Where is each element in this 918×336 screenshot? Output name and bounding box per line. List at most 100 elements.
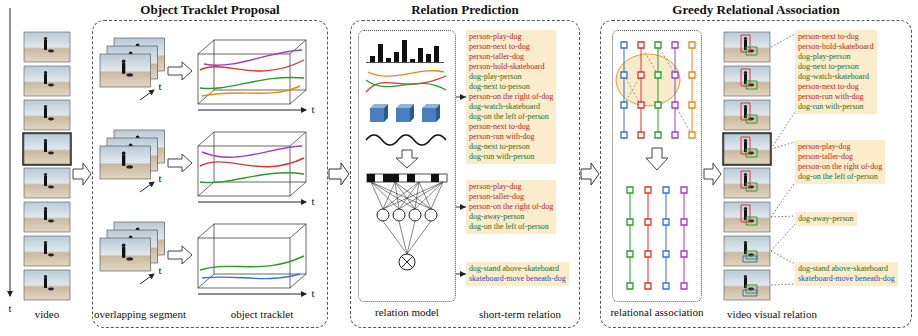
tracklet-squares — [655, 42, 661, 138]
trajectory — [368, 71, 444, 76]
relation-text: dog-away-person — [798, 214, 854, 224]
tracklet-curve — [202, 86, 300, 96]
caption-label: short-term relation — [479, 308, 561, 320]
flow-arrow — [329, 163, 349, 185]
tracklet-squares — [689, 42, 695, 138]
output-node — [399, 254, 415, 270]
tracklet-squares — [645, 187, 651, 289]
panel-title: Greedy Relational Association — [601, 2, 911, 18]
histogram-bars — [370, 40, 439, 62]
tracklet-cube — [198, 132, 306, 196]
frame-highlight — [723, 133, 771, 165]
network-node — [377, 209, 389, 221]
feature-cube — [396, 104, 414, 122]
association-links — [624, 45, 692, 135]
tracklet-squares — [638, 42, 644, 138]
tracklet-squares — [663, 187, 669, 289]
caption-label: video visual relation — [727, 308, 817, 320]
video-frame — [24, 236, 70, 266]
tracklet-curve — [200, 158, 304, 167]
relation-text: dog-play-person — [469, 72, 553, 82]
relation-text: dog-on the left of-person — [469, 222, 553, 232]
association-box: relational association — [612, 30, 702, 302]
tracklet-curve — [200, 173, 304, 183]
hollow-arrow — [168, 246, 192, 264]
hollow-arrow — [646, 148, 668, 170]
model-box: relation model — [358, 30, 456, 302]
tracklet-curve — [204, 50, 302, 65]
tracklet-cube — [198, 40, 306, 104]
hollow-arrow — [168, 154, 192, 172]
caption-label: t — [158, 80, 161, 92]
chain-line — [692, 45, 693, 135]
segment-frame — [100, 238, 151, 271]
relation-text: person-taller-dog — [469, 52, 553, 62]
flow-arrow — [581, 163, 599, 185]
relation-text: person-run with-dog — [469, 132, 553, 142]
caption-label: t — [158, 172, 161, 184]
video-frame — [24, 134, 70, 164]
time-arrow — [198, 110, 306, 111]
hollow-arrow — [396, 150, 418, 168]
stage-panel: Object Tracklet Proposal — [92, 20, 328, 328]
tracklet-curve — [202, 146, 302, 157]
tracklet-row — [100, 222, 306, 294]
time-arrow — [140, 274, 154, 284]
feature-cube — [370, 104, 388, 122]
tracklet-squares — [621, 42, 627, 138]
relation-text: person-next to-dog — [798, 32, 874, 42]
relation-text: dog-away-person — [469, 212, 553, 222]
caption-label: t — [158, 264, 161, 276]
relation-list: person-play-dogperson-taller-dogperson-o… — [795, 140, 885, 184]
caption-label: t — [8, 302, 11, 314]
feature-vector — [367, 174, 447, 182]
relation-text: skateboard-move beneath-dog — [469, 274, 566, 284]
chain-line — [624, 45, 625, 135]
tracklet-curve — [202, 274, 300, 279]
relation-text: person-next to-dog — [469, 122, 553, 132]
relation-text: person-hold-skateboard — [469, 62, 553, 72]
tracklet-curve — [200, 256, 304, 270]
relation-text: person-play-dog — [798, 142, 882, 152]
relation-text: person-on the right of-dog — [469, 92, 553, 102]
video-frame — [24, 32, 70, 62]
relation-text: person-play-dog — [469, 182, 553, 192]
relation-text: dog-stand above-skateboard — [469, 264, 566, 274]
hollow-arrow — [704, 163, 721, 185]
tracklet-cube — [198, 224, 306, 288]
relation-text: person-taller-dog — [469, 192, 553, 202]
video-frame — [24, 270, 70, 300]
relation-text: person-on the right of-dog — [469, 202, 553, 212]
person-box — [741, 35, 750, 222]
relation-text: dog-next to-person — [798, 62, 874, 72]
network-node — [409, 209, 421, 221]
stage-panel: relation model person-play-dog person-next… — [350, 20, 580, 328]
relation-text: person-play-dog — [469, 32, 553, 42]
relation-text: dog-run with-person — [469, 152, 553, 162]
output-cross — [401, 256, 413, 268]
tracklet-row — [100, 130, 306, 202]
feature-cells — [367, 174, 439, 182]
caption-label: overlapping segment — [94, 308, 186, 320]
relation-text: skateboard-move beneath-dog — [798, 274, 895, 284]
flow-arrow — [456, 97, 466, 98]
flow-arrow — [456, 207, 466, 208]
relation-text: person-taller-dog — [798, 152, 882, 162]
tracklet-squares — [681, 187, 687, 289]
relation-text: dog-run with-person — [798, 102, 874, 112]
chain-line — [648, 190, 649, 286]
time-arrow — [140, 90, 154, 100]
video-frame — [24, 66, 70, 96]
video-frame — [24, 168, 70, 198]
chain-line — [666, 190, 667, 286]
segment-frame — [100, 146, 151, 179]
trajectory — [366, 76, 446, 92]
histogram-axis — [366, 62, 444, 63]
relation-text: person-hold-skateboard — [798, 42, 874, 52]
flow-arrow — [456, 274, 466, 275]
chain-line — [675, 45, 676, 135]
